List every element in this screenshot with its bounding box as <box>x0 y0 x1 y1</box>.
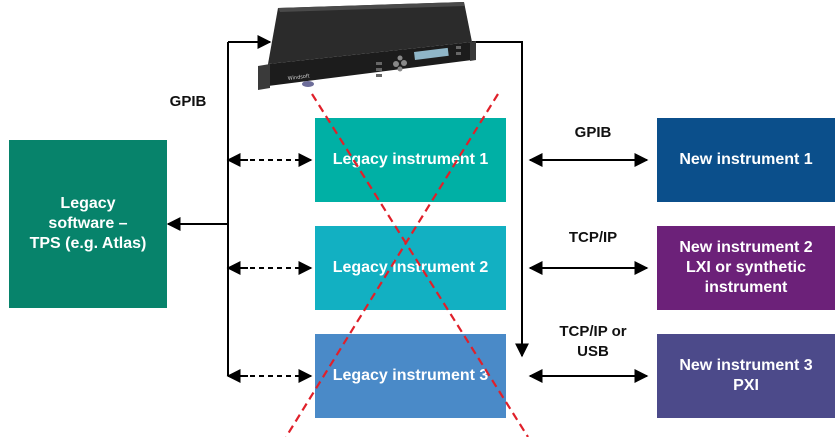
tcpip-or-text: TCP/IP or <box>559 323 627 340</box>
gpib-right-label: GPIB <box>574 124 612 141</box>
new-instrument-1-box: New instrument 1 <box>657 118 835 202</box>
device-brand-text: Windsoft <box>288 73 310 82</box>
new-instrument-1-line1: New instrument 1 <box>679 151 813 168</box>
right-bus-line <box>472 41 529 358</box>
gpib-left-label: GPIB <box>169 93 207 110</box>
legacy-software-line1: Legacy <box>60 195 116 212</box>
new-instrument-2-box: New instrument 2 LXI or synthetic instru… <box>657 226 835 310</box>
new-instrument-3-line1: New instrument 3 <box>679 357 813 374</box>
legacy-instrument-2-box: Legacy instrument 2 <box>315 226 506 310</box>
tcpip-label: TCP/IP <box>568 229 618 246</box>
new-instrument-3-box: New instrument 3 PXI <box>657 334 835 418</box>
cross-line-a <box>311 93 529 437</box>
tcpip-usb-label: TCP/IP or USB <box>538 322 648 361</box>
new-instrument-2-line3: instrument <box>704 279 788 296</box>
legacy-software-line2: software – <box>48 215 128 232</box>
new-instrument-3-line2: PXI <box>733 377 759 394</box>
usb-text: USB <box>577 342 609 360</box>
legacy-software-box: Legacy software – TPS (e.g. Atlas) <box>9 140 167 308</box>
new-instrument-2-line1: New instrument 2 <box>679 239 813 256</box>
new-instrument-2-line2: LXI or synthetic <box>685 259 806 276</box>
legacy-instrument-2-label: Legacy instrument 2 <box>332 259 489 276</box>
cross-line-b <box>285 93 499 437</box>
legacy-software-line3: TPS (e.g. Atlas) <box>29 235 147 252</box>
legacy-instrument-1-label: Legacy instrument 1 <box>332 151 489 168</box>
legacy-instrument-3-box: Legacy instrument 3 <box>315 334 506 418</box>
legacy-instrument-3-label: Legacy instrument 3 <box>332 367 489 384</box>
rack-instrument-device: Windsoft <box>258 2 476 90</box>
